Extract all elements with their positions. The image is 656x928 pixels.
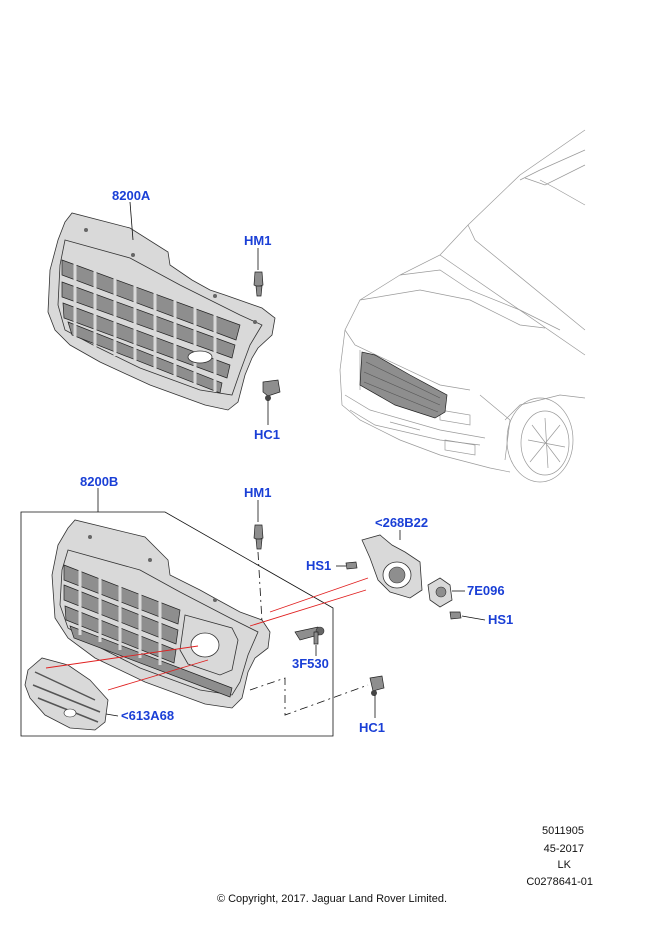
callout-8200a: 8200A [112, 188, 151, 203]
grille-8200a-mesh [61, 259, 241, 394]
callout-hs1-right: HS1 [488, 612, 513, 627]
callout-hm1-bottom: HM1 [244, 485, 271, 500]
hm1-fastener-bottom [253, 524, 264, 550]
hc1-clip-bottom [369, 675, 385, 696]
callout-hc1-top: HC1 [254, 427, 280, 442]
callout-labels: 8200A HM1 HC1 8200B HM1 <268B22 HS1 7E09… [80, 188, 513, 735]
callout-hc1-bottom: HC1 [359, 720, 385, 735]
callout-3f530: 3F530 [292, 656, 329, 671]
callout-hs1-left: HS1 [306, 558, 331, 573]
assembly-frame [20, 511, 334, 737]
radar-sensor [427, 577, 453, 608]
callout-7e096: 7E096 [467, 583, 505, 598]
vehicle-illustration [339, 129, 586, 483]
hc1-clip-top [262, 379, 281, 401]
grille-8200b [51, 519, 271, 709]
hs1-screw-left [345, 561, 358, 570]
radar-bracket [361, 534, 423, 599]
camera-3f530 [294, 626, 325, 645]
callout-8200b: 8200B [80, 474, 118, 489]
grille-8200a [47, 212, 276, 411]
initials: LK [558, 859, 572, 871]
callout-hm1-top: HM1 [244, 233, 271, 248]
date-code: 45-2017 [544, 843, 584, 855]
grille-8200b-mesh [63, 564, 233, 698]
highlight-lines [45, 577, 369, 691]
badge-8200a [187, 350, 213, 364]
copyright-text: © Copyright, 2017. Jaguar Land Rover Lim… [217, 893, 447, 905]
footer-info: 5011905 45-2017 LK C0278641-01 © Copyrig… [217, 825, 593, 905]
illustration-id: C0278641-01 [526, 876, 593, 888]
active-shutter [24, 657, 109, 731]
callout-268b22: <268B22 [375, 515, 428, 530]
assembly-lines [97, 201, 486, 718]
ref-number: 5011905 [542, 825, 584, 837]
hm1-fastener-top [253, 271, 264, 297]
callout-613a68: <613A68 [121, 708, 174, 723]
hs1-screw-right [449, 611, 462, 620]
